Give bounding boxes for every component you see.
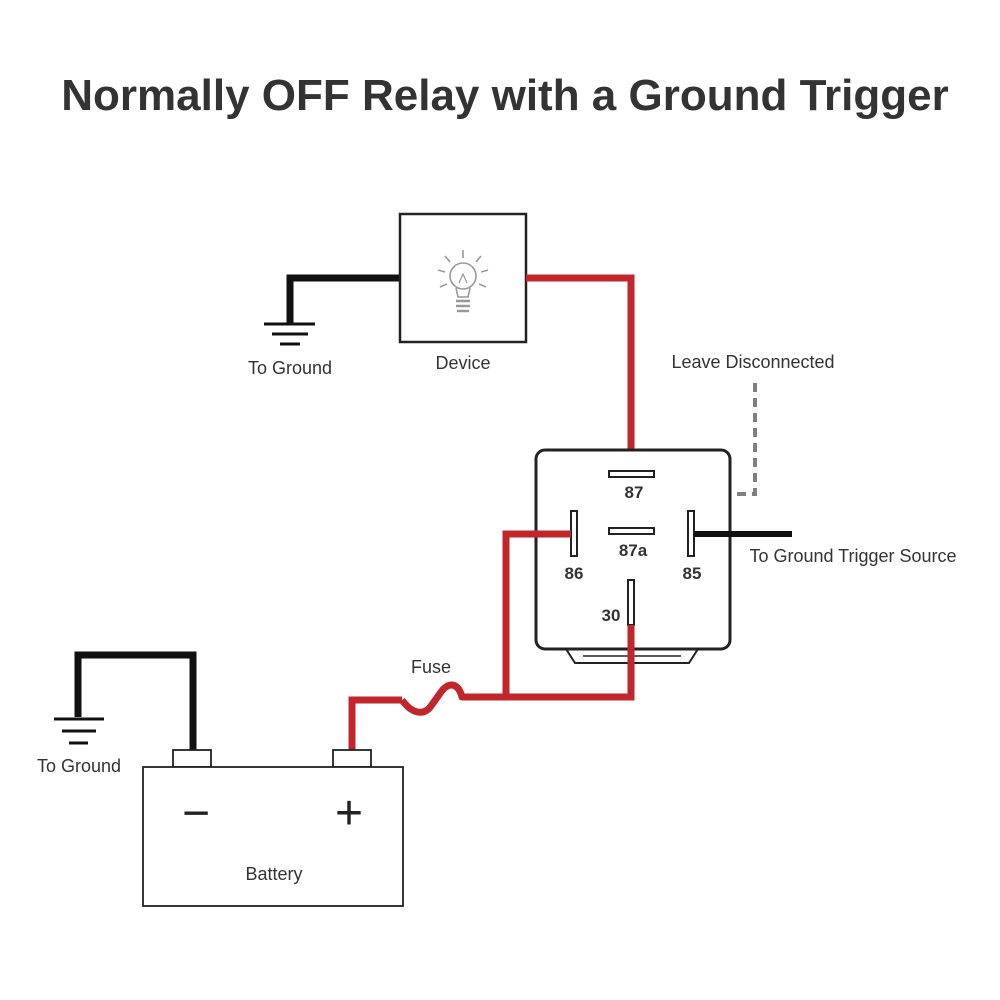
fuse-label: Fuse bbox=[411, 657, 451, 677]
pin-86-label: 86 bbox=[565, 564, 584, 583]
battery-positive-terminal bbox=[332, 749, 372, 768]
relay-pin-87 bbox=[608, 470, 655, 478]
light-bulb-icon bbox=[437, 250, 489, 313]
pin30-power-wire bbox=[470, 625, 635, 701]
pin-85-label: 85 bbox=[683, 564, 702, 583]
pin86-power-wire bbox=[502, 530, 571, 697]
battery-negative-terminal bbox=[172, 749, 212, 768]
fuse-icon bbox=[399, 681, 470, 716]
relay-pin-86 bbox=[570, 510, 578, 557]
device-box bbox=[398, 212, 528, 344]
relay-pin-87a bbox=[608, 527, 655, 535]
ground-label-bottom: To Ground bbox=[37, 756, 121, 776]
page-title: Normally OFF Relay with a Ground Trigger bbox=[61, 71, 948, 120]
battery-positive-wire bbox=[348, 696, 402, 750]
battery-label: Battery bbox=[245, 864, 302, 884]
battery-body bbox=[142, 766, 404, 907]
ground-icon bbox=[54, 717, 104, 745]
ground-icon bbox=[264, 322, 315, 346]
device-ground-wire bbox=[286, 274, 400, 323]
battery-positive-sign: + bbox=[335, 787, 363, 840]
ground-label-top: To Ground bbox=[248, 358, 332, 378]
battery-negative-sign: − bbox=[182, 787, 210, 840]
trigger-source-label: To Ground Trigger Source bbox=[749, 546, 956, 566]
relay-pin-30 bbox=[627, 579, 635, 626]
relay: 87 87a 86 85 30 bbox=[534, 448, 732, 664]
device-label: Device bbox=[435, 353, 490, 373]
pin-30-label: 30 bbox=[602, 606, 621, 625]
pin-87a-label: 87a bbox=[619, 541, 648, 560]
device-to-pin87-wire bbox=[526, 274, 635, 468]
battery-negative-wire bbox=[74, 651, 197, 750]
pin-87-label: 87 bbox=[625, 483, 644, 502]
relay-pin-85 bbox=[687, 510, 695, 557]
leave-disconnected-label: Leave Disconnected bbox=[671, 352, 834, 372]
battery bbox=[142, 749, 404, 907]
